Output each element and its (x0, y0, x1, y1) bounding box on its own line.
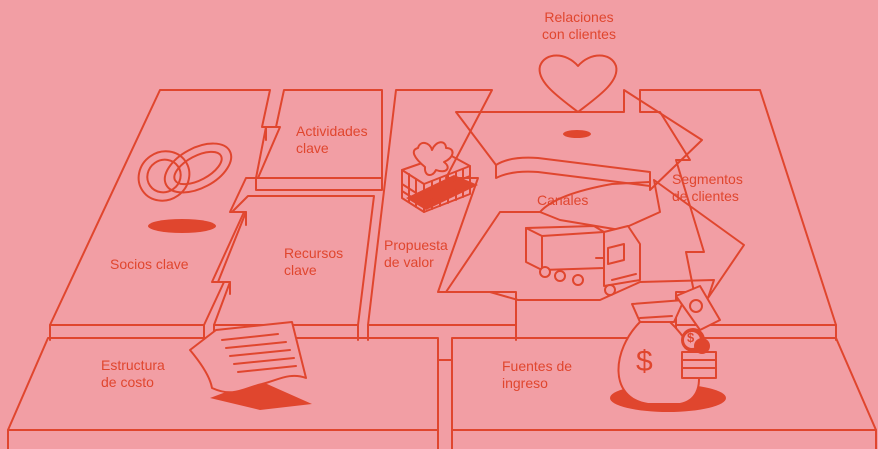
value-proposition-label: Propuesta de valor (384, 237, 448, 271)
truck-icon (525, 225, 641, 296)
key-resources-label: Recursos clave (284, 245, 343, 279)
banknotes-icon (675, 285, 721, 331)
key-activities-label-line-1: Actividades (296, 123, 368, 139)
cost-structure-slab (7, 337, 439, 431)
heart-icon (538, 54, 618, 138)
bottom-slabs (7, 337, 877, 449)
key-resources-label-line-1: Recursos (284, 245, 344, 261)
revenue-streams-label: Fuentes de ingreso (502, 358, 572, 392)
customer-segments-label: Segmentos de clientes (672, 171, 743, 205)
key-activities-block (255, 89, 383, 191)
customer-relationships-label: Relaciones con clientes (530, 9, 628, 43)
channels-arrow-icon (445, 179, 745, 301)
channels-label-line-1: Canales (537, 192, 589, 208)
key-activities-label: Actividades clave (296, 123, 368, 157)
customer-relationships-label-line-2: con clientes (542, 26, 616, 42)
cost-structure-label-line-1: Estructura (101, 357, 165, 373)
rings-icon (137, 142, 233, 233)
gift-box-icon (401, 141, 478, 213)
customer-segments-label-line-1: Segmentos (672, 171, 743, 187)
money-bag-icon (610, 299, 726, 412)
cost-structure-label-line-2: de costo (101, 374, 154, 390)
money-bag-dollar-sign: $ (636, 345, 653, 378)
coin-stack-icon (681, 328, 717, 379)
relationship-arrow-icon (455, 89, 703, 191)
key-partners-label: Socios clave (110, 256, 189, 273)
cost-structure-label: Estructura de costo (101, 357, 165, 391)
value-proposition-block (367, 89, 517, 341)
coin-dollar-sign: $ (687, 330, 695, 345)
channels-label: Canales (537, 192, 588, 209)
value-proposition-label-line-1: Propuesta (384, 237, 448, 253)
revenue-streams-label-line-2: ingreso (502, 375, 548, 391)
receipt-icon (189, 321, 312, 410)
customer-segments-label-line-2: de clientes (672, 188, 739, 204)
key-activities-label-line-2: clave (296, 140, 329, 156)
revenue-streams-label-line-1: Fuentes de (502, 358, 573, 374)
key-resources-label-line-2: clave (284, 262, 317, 278)
key-partners-label-line-1: Socios clave (110, 256, 189, 272)
customer-relationships-label-line-1: Relaciones (544, 9, 614, 25)
value-proposition-label-line-2: de valor (384, 254, 434, 270)
